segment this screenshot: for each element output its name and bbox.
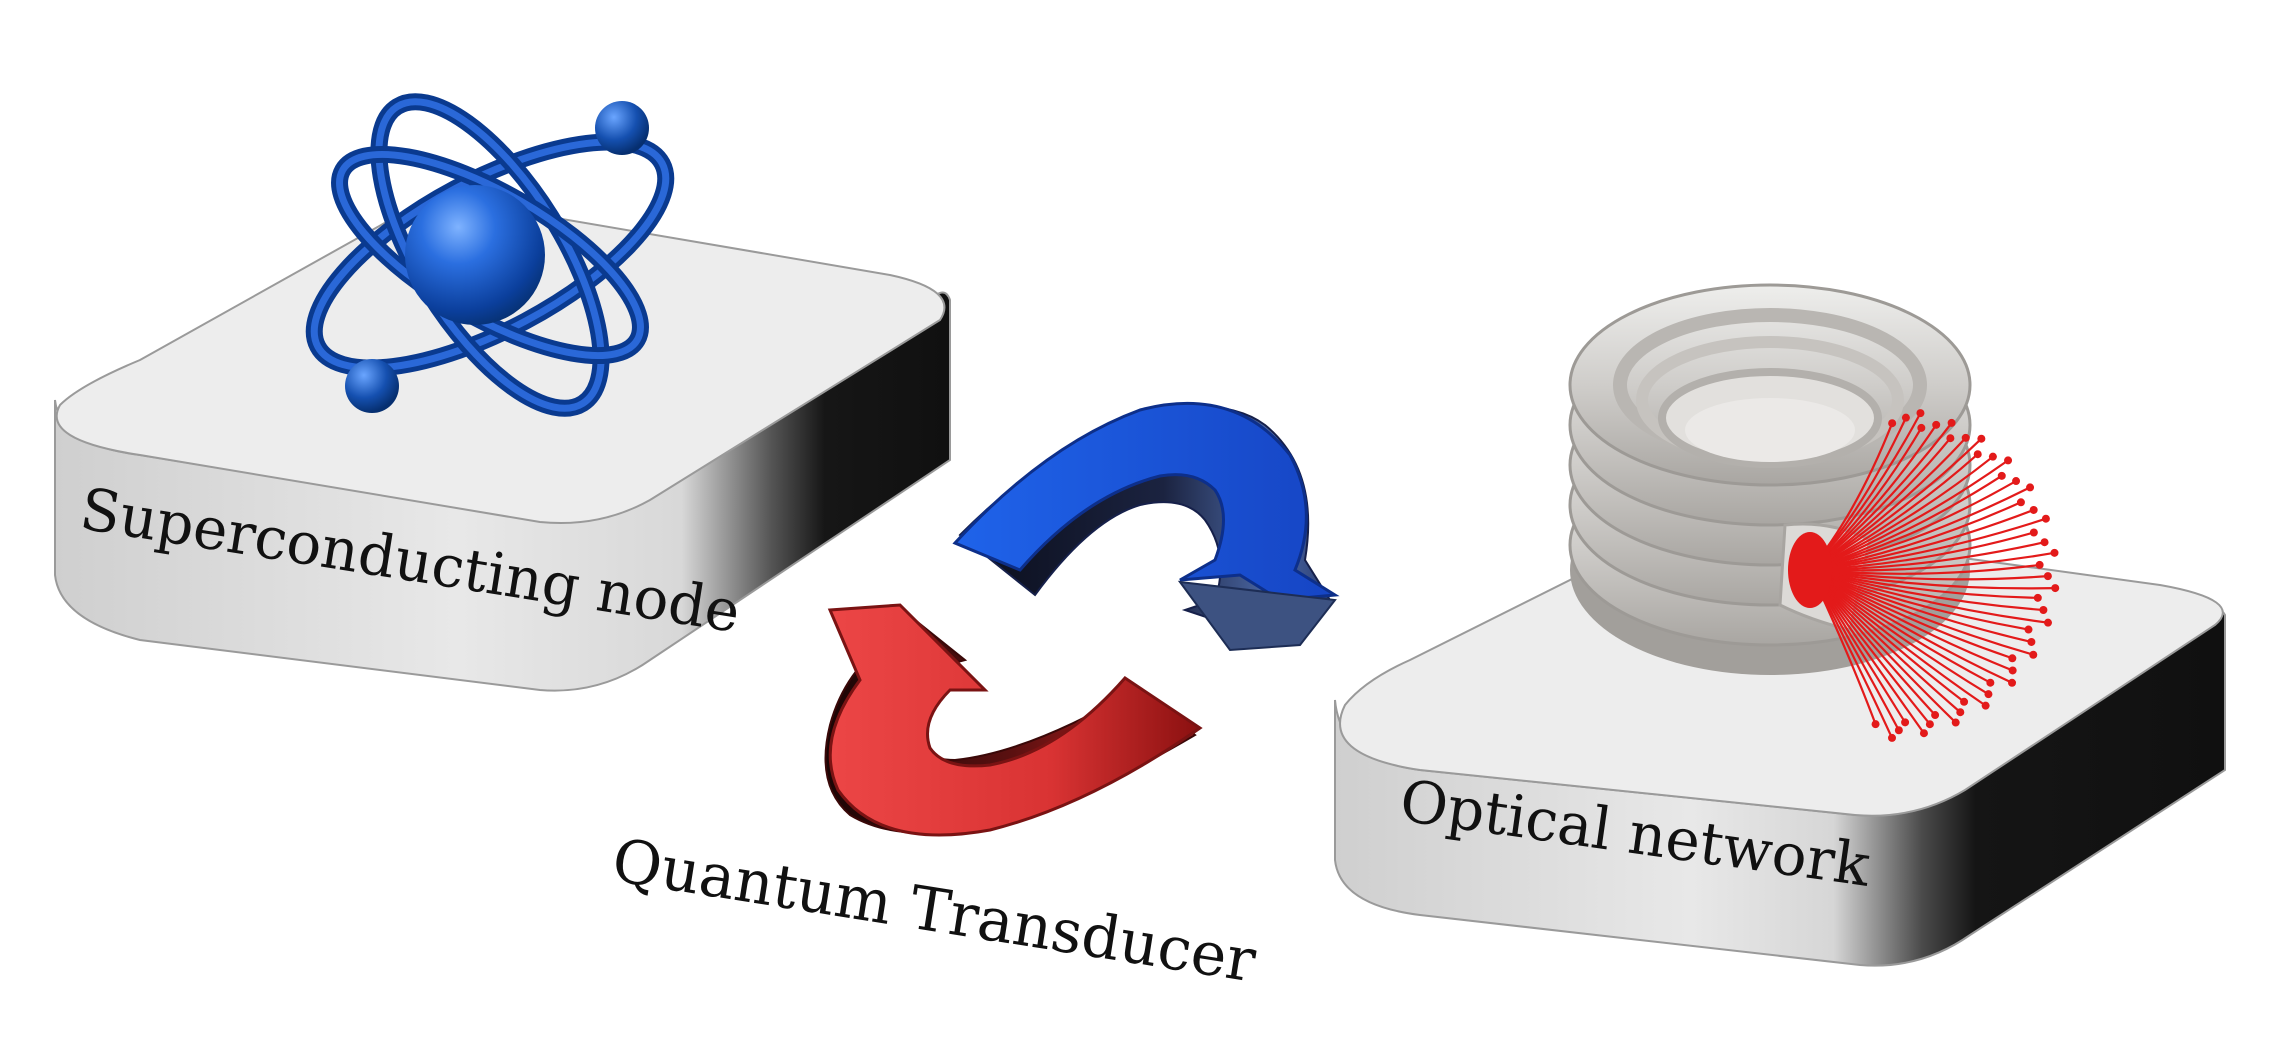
fiber-strand	[1809, 569, 2013, 660]
fiber-tip	[2024, 625, 2033, 634]
fiber-strand	[1809, 568, 2038, 599]
fiber-tip	[1931, 711, 1940, 720]
electron	[595, 101, 649, 155]
fiber-tip	[1901, 413, 1910, 422]
fiber-strand	[1809, 563, 2040, 575]
fiber-tip	[1997, 471, 2006, 480]
fiber-strand	[1809, 551, 2055, 572]
fiber-tip	[1960, 697, 1969, 706]
fiber-strand	[1809, 568, 2044, 612]
fiber-tip	[1916, 409, 1925, 418]
fiber-tip	[1888, 419, 1897, 428]
fiber-tip	[2008, 666, 2017, 675]
fiber-tip	[2033, 593, 2042, 602]
fiber-tip	[2016, 498, 2025, 507]
fiber-tip	[2051, 584, 2060, 593]
fiber-tip	[1973, 450, 1982, 459]
fiber-tip	[1947, 418, 1956, 427]
fiber-tip	[2039, 605, 2048, 614]
fiber-tip	[2008, 654, 2017, 663]
fiber-tip	[2043, 572, 2052, 581]
fiber-strand	[1809, 437, 1983, 571]
fiber-tip	[1894, 726, 1903, 735]
fiber-strand	[1809, 531, 2035, 572]
fiber-strand	[1809, 568, 2032, 644]
fiber-strand	[1809, 569, 1990, 696]
fiber-tip	[2029, 528, 2038, 537]
fiber-tip	[1981, 701, 1990, 710]
fiber-tip	[1961, 433, 1970, 442]
fiber-tip	[1932, 420, 1941, 429]
fiber-tip	[1984, 690, 1993, 699]
fiber-tip	[2035, 560, 2044, 569]
fiber-tip	[2008, 678, 2017, 687]
fiber-strand	[1809, 569, 2014, 672]
fiber-tip	[1956, 708, 1965, 717]
fiber-strand	[1809, 568, 2049, 624]
fiber-strand	[1809, 568, 2029, 631]
fiber-bundle	[1788, 409, 2060, 742]
fiber-tip	[2043, 618, 2052, 627]
electron	[345, 359, 399, 413]
fiber-bundle-core	[1788, 532, 1832, 608]
fiber-tip	[1946, 434, 1955, 443]
fiber-strand	[1809, 486, 2031, 572]
fiber-tip	[2041, 514, 2050, 523]
fiber-strand	[1809, 501, 2022, 572]
fiber-strand	[1809, 541, 2045, 572]
fiber-strand	[1809, 459, 2009, 572]
fiber-tip	[1871, 720, 1880, 729]
fiber-strand	[1809, 568, 2056, 590]
fiber-strand	[1809, 568, 2048, 581]
red-arrow-icon	[824, 603, 1203, 837]
fiber-strand	[1809, 569, 2013, 684]
quantum-transducer-label: Quantum Transducer	[608, 826, 1261, 997]
fiber-strand	[1809, 569, 1987, 707]
superconducting-platform	[54, 202, 951, 692]
fiber-tip	[1901, 718, 1910, 727]
fiber-tip	[1917, 423, 1926, 432]
fiber-tip	[2027, 637, 2036, 646]
fiber-tip	[1919, 729, 1928, 738]
fiber-tip	[2050, 548, 2059, 557]
fiber-strand	[1809, 569, 1991, 684]
fiber-tip	[1951, 718, 1960, 727]
fiber-strand	[1809, 480, 2017, 572]
nucleus	[405, 185, 545, 325]
fiber-tip	[1988, 452, 1997, 461]
fiber-tip	[1986, 678, 1995, 687]
fiber-tip	[2029, 650, 2038, 659]
fiber-tip	[1977, 434, 1986, 443]
fiber-tip	[1925, 720, 1934, 729]
fiber-tip	[2040, 538, 2049, 547]
fiber-strand	[1809, 517, 2047, 572]
fiber-tip	[2012, 477, 2021, 486]
fiber-tip	[2026, 483, 2035, 492]
fiber-strand	[1809, 569, 2034, 656]
atom-icon	[305, 93, 675, 417]
fiber-tip	[1887, 733, 1896, 742]
fiber-tip	[2029, 505, 2038, 514]
fiber-tip	[2004, 456, 2013, 465]
blue-arrow-icon	[952, 401, 1340, 652]
fiber-strand	[1809, 508, 2035, 572]
fiber-coil-icon	[1568, 283, 2060, 742]
